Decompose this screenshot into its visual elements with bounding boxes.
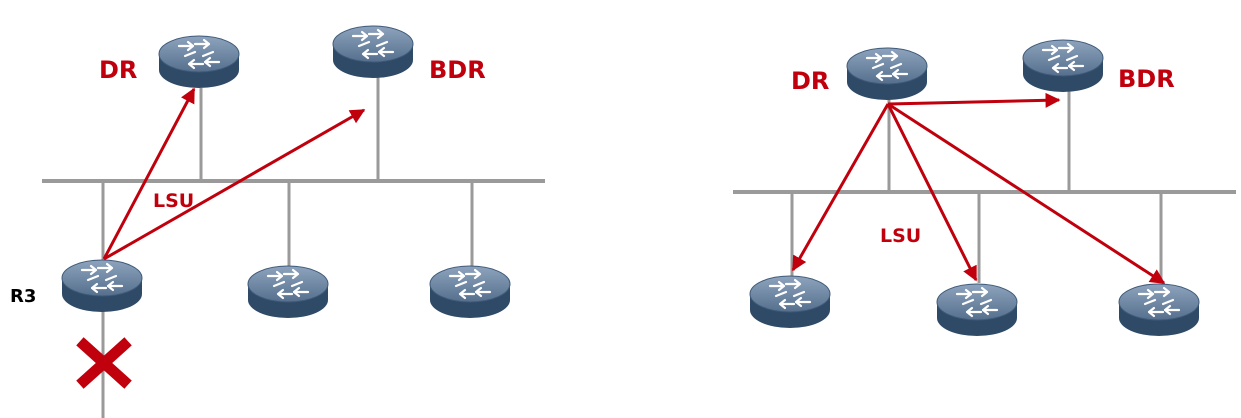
left-router-2-icon [246,264,330,320]
right-dr-label: DR [791,67,829,95]
right-scenario: DR BDR LSU [733,38,1236,338]
left-lsu-arrow-to-dr [102,87,196,260]
left-lsu-arrow-to-bdr [103,108,366,261]
right-lsu-arrow-to-router-1 [791,103,890,272]
right-lsu-arrow-to-bdr [887,92,1061,108]
left-lsu-label: LSU [153,190,194,212]
left-r3-router-icon [60,258,144,314]
left-router-3-icon [428,264,512,320]
left-bdr-router-icon [331,24,415,80]
right-lsu-arrow-to-router-2 [886,103,978,282]
left-r3-label: R3 [10,286,36,307]
right-bdr-router-icon [1021,38,1105,94]
right-dr-router-icon [845,46,929,102]
left-dr-router-icon [157,34,241,90]
right-bdr-label: BDR [1118,65,1175,93]
right-router-3-icon [1117,282,1201,338]
right-router-1-icon [748,274,832,330]
left-scenario: DR BDR LSU R3 [10,24,545,418]
left-bdr-label: BDR [429,56,486,84]
right-router-2-icon [935,282,1019,338]
right-lsu-label: LSU [880,225,921,247]
failure-x-icon [76,337,132,389]
right-lsu-arrow-to-router-3 [887,102,1166,285]
left-dr-label: DR [99,56,137,84]
